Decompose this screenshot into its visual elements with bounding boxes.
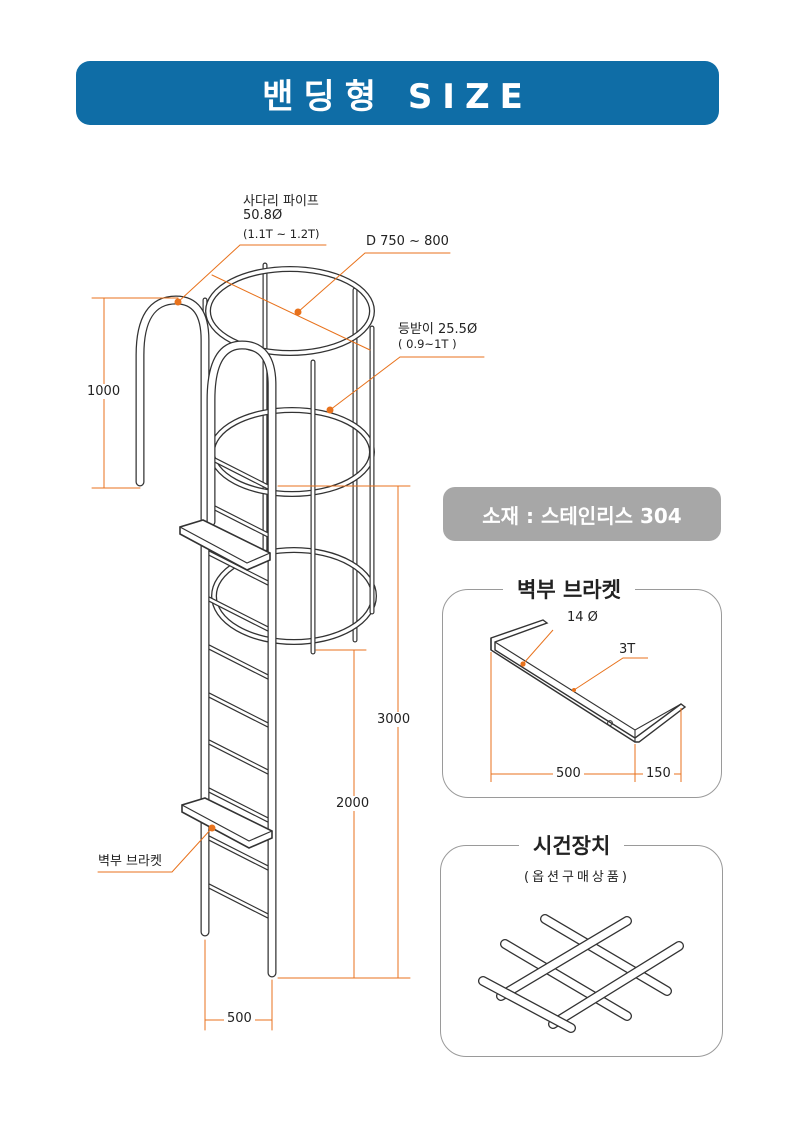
page-title-banner: 밴딩형 SIZE — [76, 61, 719, 125]
material-text: 소재 : 스테인리스 304 — [482, 503, 682, 528]
ladder-pipe-label: 사다리 파이프 — [243, 194, 319, 209]
bracket-detail-box: 벽부 브라켓 14 Ø 3T 500 150 — [442, 574, 722, 798]
lock-box-subtitle: (옵션구매상품) — [524, 870, 630, 885]
wall-bracket-label: 벽부 브라켓 — [98, 854, 162, 869]
ladder-pipe-diameter: 50.8Ø — [243, 208, 283, 223]
dim-total-height: 3000 — [374, 712, 414, 727]
lock-device-box: 시건장치 (옵션구매상품) — [440, 830, 723, 1057]
leader-lines — [97, 244, 485, 873]
bracket-depth-label: 150 — [643, 766, 674, 781]
backrest-thickness: ( 0.9~1T ) — [398, 337, 457, 351]
bracket-drawing — [490, 619, 687, 782]
bracket-length-label: 500 — [553, 766, 584, 781]
cage-back-bars — [202, 262, 358, 643]
material-badge: 소재 : 스테인리스 304 — [443, 487, 721, 541]
dim-ladder-width: 500 — [224, 1011, 255, 1026]
dim-top-height: 1000 — [84, 384, 124, 399]
backrest-label: 등받이 25.5Ø — [398, 322, 478, 337]
ladder-brackets — [179, 519, 273, 849]
ladder-rungs — [202, 452, 273, 920]
bracket-box-title: 벽부 브라켓 — [503, 574, 635, 604]
dim-lower-height: 2000 — [333, 796, 373, 811]
cage-front-bars — [310, 325, 375, 655]
cage-diameter-label: D 750 ~ 800 — [366, 234, 449, 249]
page-title: 밴딩형 SIZE — [262, 76, 533, 117]
lock-device-drawing — [478, 914, 684, 1033]
bracket-thickness-label: 3T — [619, 642, 636, 657]
ladder-pipe-thickness: (1.1T ~ 1.2T) — [243, 227, 320, 241]
lock-box-title: 시건장치 — [519, 830, 625, 860]
bracket-hole-label: 14 Ø — [567, 610, 598, 625]
cage — [202, 262, 377, 655]
